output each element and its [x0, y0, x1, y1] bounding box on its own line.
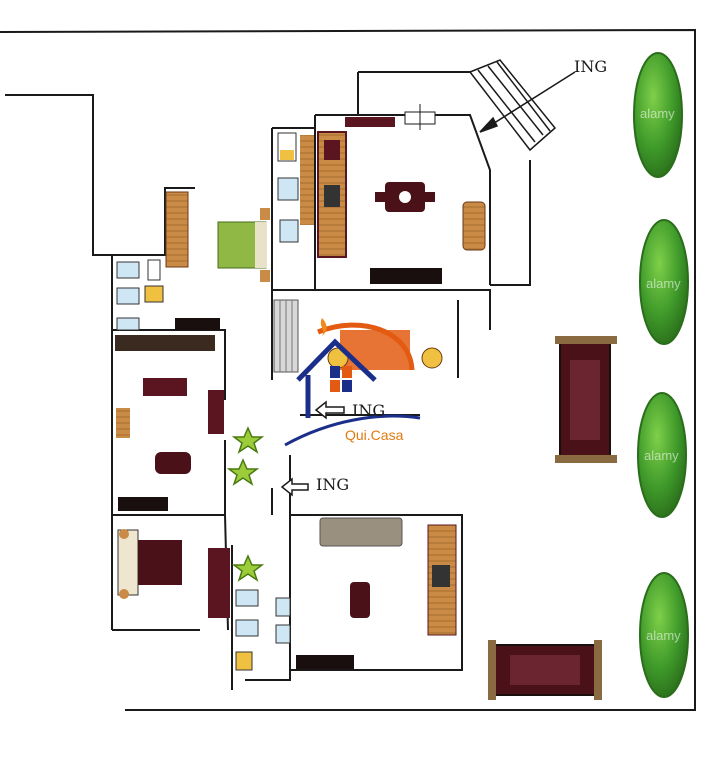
garden-bench-bottom — [488, 640, 602, 700]
entrance-arrow-center-icon — [314, 400, 345, 420]
living-bottom — [296, 517, 457, 669]
entrance-label-center: ING — [352, 401, 385, 420]
watermark-text: alamy — [644, 448, 679, 463]
hedge — [637, 392, 687, 518]
bedroom-bottom-left — [117, 529, 230, 618]
living-left — [115, 318, 224, 511]
entrance-label-lower: ING — [316, 475, 349, 494]
tv-cabinet-top — [370, 268, 442, 284]
entrance-arrow-lower-icon — [280, 477, 309, 497]
watermark-text: alamy — [646, 276, 681, 291]
hedge — [639, 572, 689, 698]
dining-table-top — [375, 182, 435, 212]
interior-walls — [111, 71, 531, 690]
plant-icons — [226, 426, 265, 582]
garden-hedges — [633, 52, 689, 698]
stairs-central — [273, 299, 299, 373]
entrance-label-top: ING — [574, 57, 607, 76]
entry-stairs — [469, 59, 576, 152]
watermark-text: alamy — [640, 106, 675, 121]
qui-casa-logo: Qui.Casa — [284, 318, 443, 447]
outer-walls — [0, 28, 696, 711]
kitchen-counter-top — [317, 104, 436, 258]
watermarks: alamy alamy alamy alamy — [640, 106, 681, 643]
armchair-living-top — [462, 201, 486, 251]
hedge — [639, 219, 689, 345]
watermark-text: alamy — [646, 628, 681, 643]
bathroom-top — [277, 132, 314, 243]
logo-brand-text: Qui.Casa — [345, 427, 404, 443]
hedge — [633, 52, 683, 178]
bathroom-bottom — [235, 589, 291, 671]
bathroom-left — [116, 259, 164, 331]
bedroom-green — [165, 191, 270, 282]
garden-bench-right — [555, 336, 617, 463]
